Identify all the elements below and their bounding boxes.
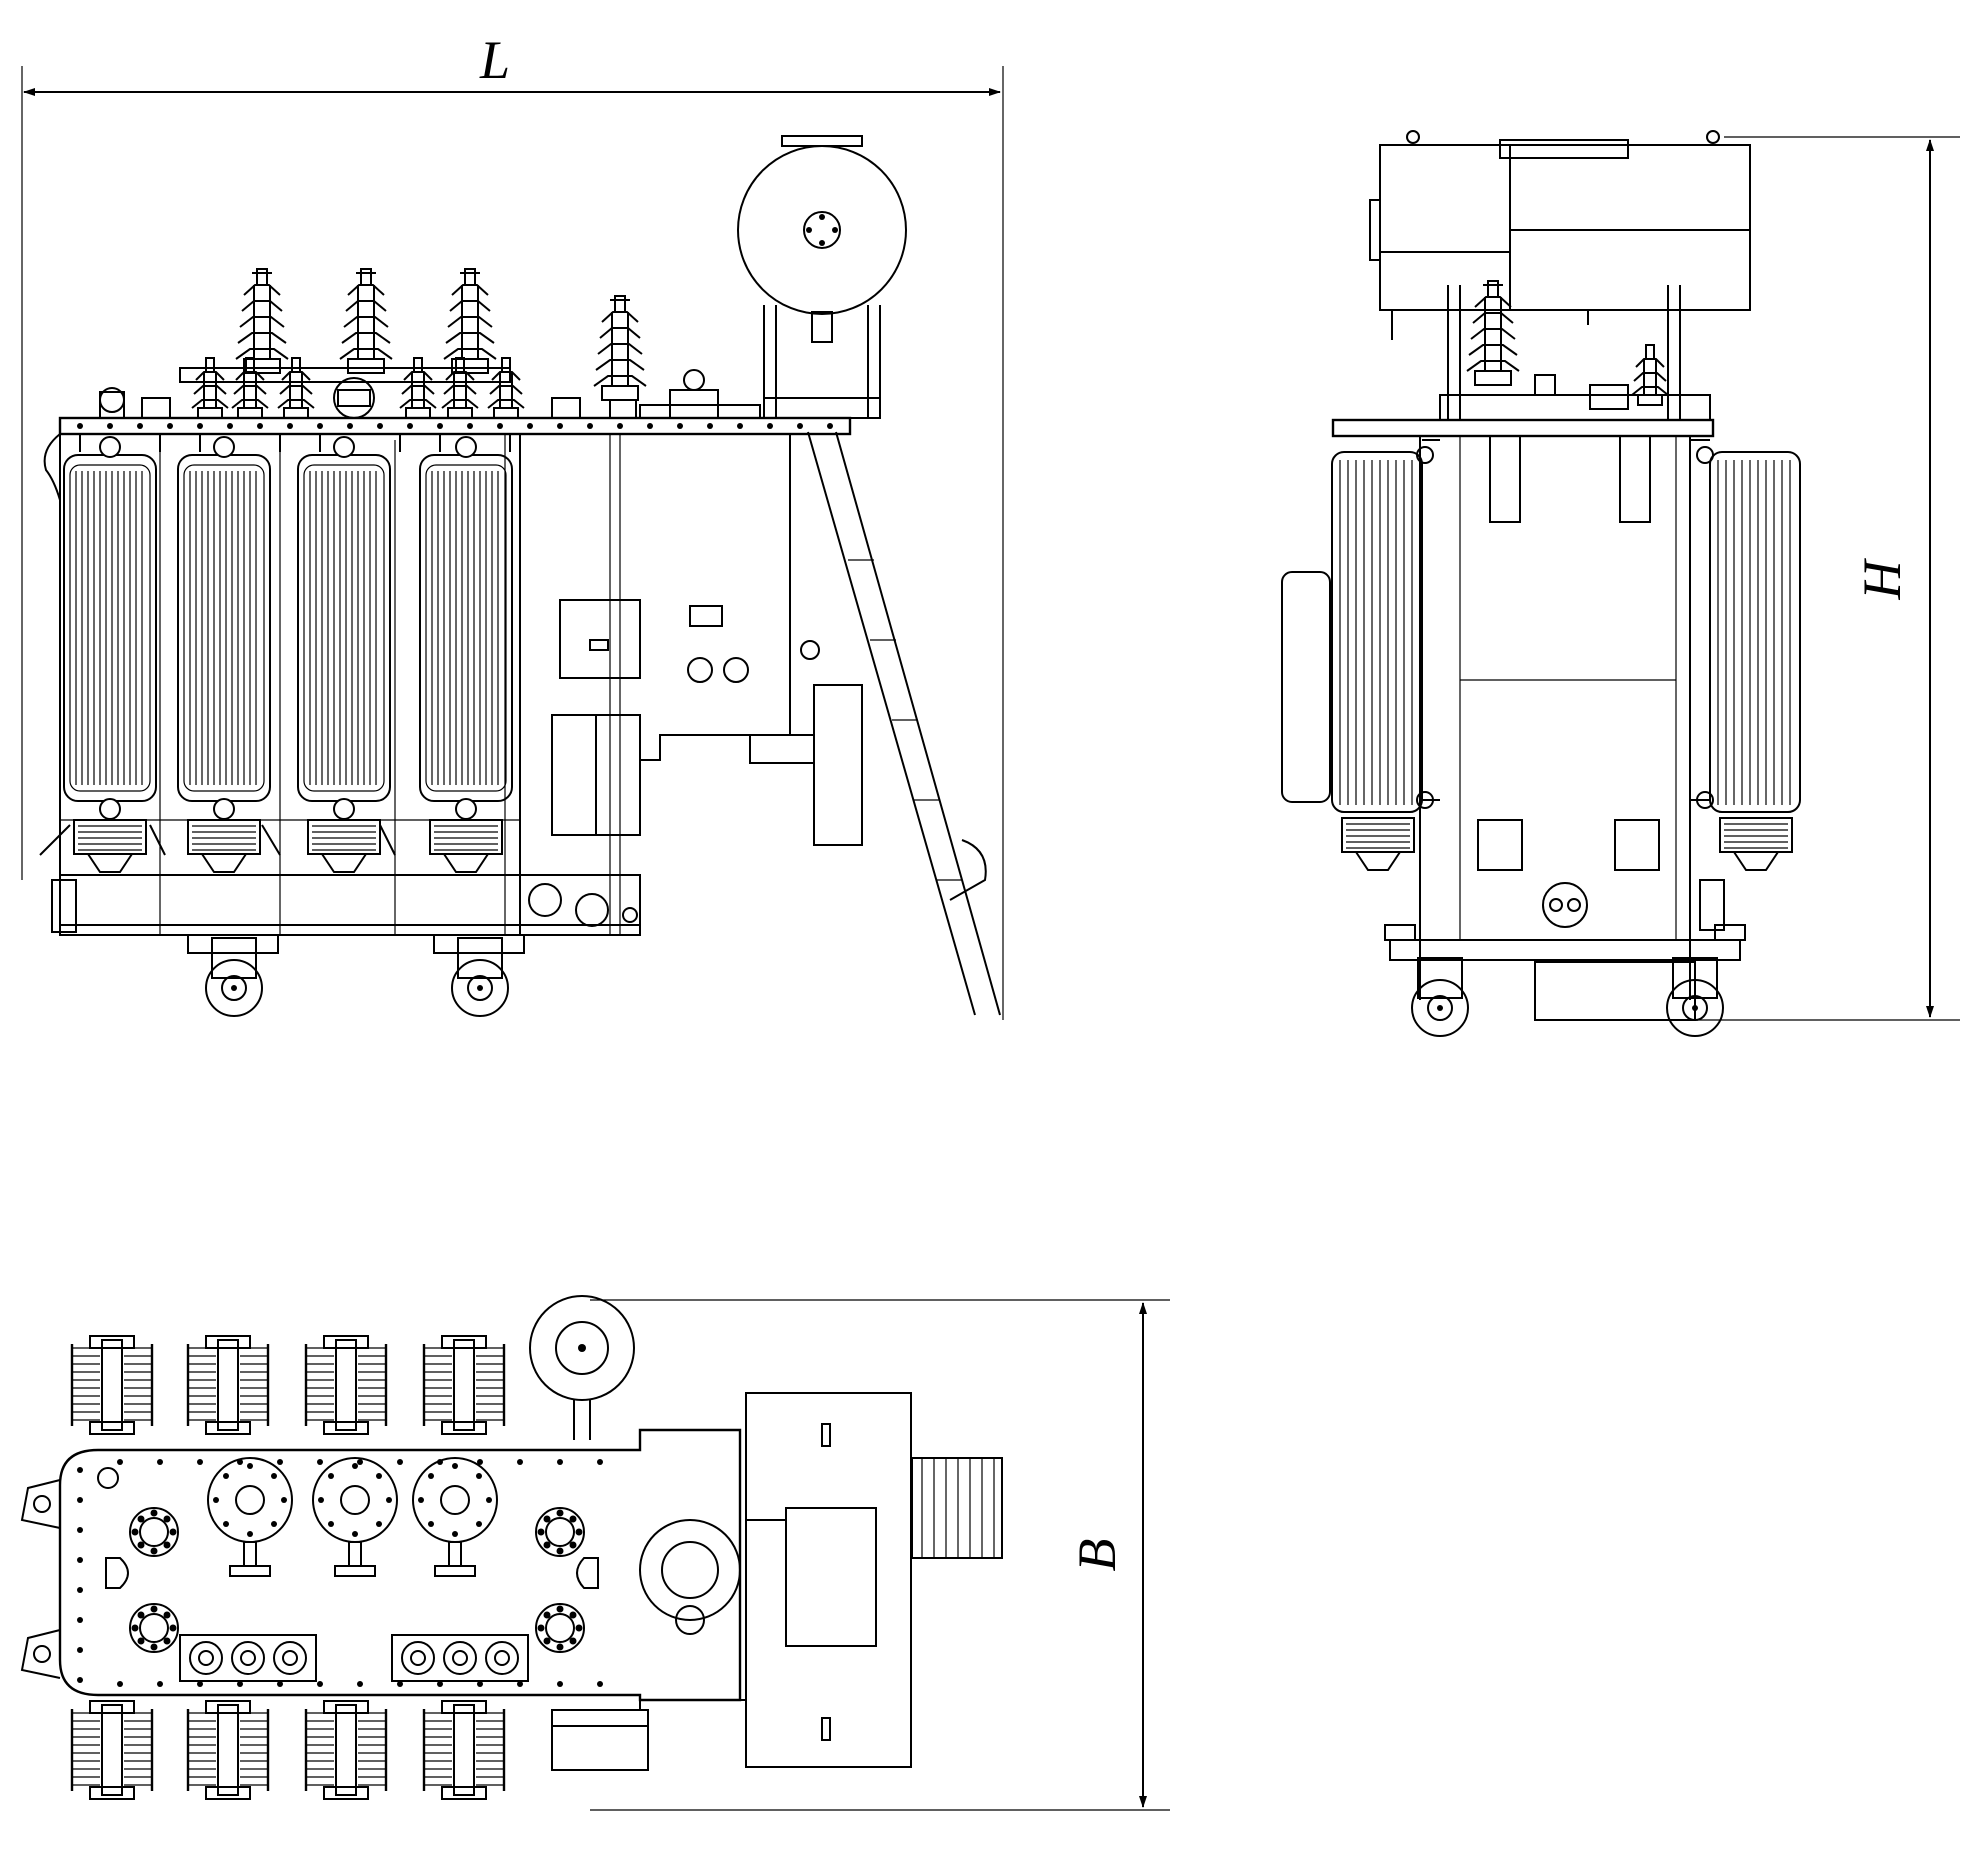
dimension-h: H (1540, 136, 1960, 1021)
radiator-2 (177, 436, 271, 820)
dimension-b: B (590, 1299, 1170, 1811)
side-radiator-left (1281, 451, 1423, 871)
dim-l-label: L (479, 30, 510, 90)
radiator-4 (419, 436, 513, 820)
front-view: L (21, 30, 1004, 1020)
pump-box (813, 684, 863, 846)
tank-body (59, 434, 791, 936)
side-radiator-right (1709, 451, 1801, 871)
dim-h-label: H (1852, 558, 1912, 601)
platform-plan (745, 1392, 912, 1768)
dim-b-label: B (1067, 1539, 1127, 1572)
tap-changer-plan (639, 1519, 741, 1621)
side-view: H (1281, 130, 1960, 1037)
tank-cover (58, 416, 852, 436)
radiator-3 (297, 436, 391, 820)
conservator-front (737, 135, 907, 419)
plan-view: B (20, 1295, 1170, 1811)
dimension-l: L (21, 30, 1004, 1020)
wheel-front-right (451, 937, 509, 1017)
tank-plan-outline (58, 1428, 742, 1702)
control-cabinet-upper (559, 599, 641, 679)
ladder (807, 431, 1001, 1016)
bushings-front (179, 268, 647, 419)
wheel-front-left (205, 937, 263, 1017)
radiator-1 (63, 436, 157, 820)
